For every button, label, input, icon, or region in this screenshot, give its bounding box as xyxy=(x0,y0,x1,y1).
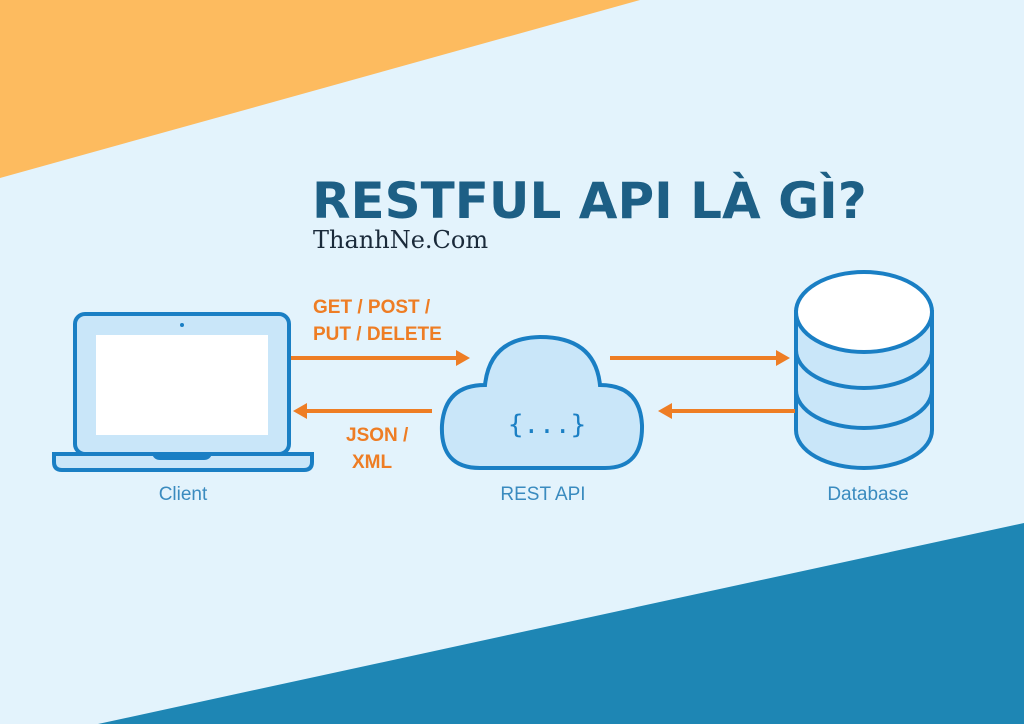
request-methods-line-2: PUT / DELETE xyxy=(313,324,442,345)
database-label: Database xyxy=(827,484,908,505)
rest-api-label: REST API xyxy=(500,484,585,505)
site-name: ThanhNe.Com xyxy=(313,226,488,254)
response-arrow xyxy=(293,403,432,419)
cloud-icon xyxy=(439,334,645,470)
response-format-line-1: JSON / xyxy=(346,425,409,446)
api-symbol: {...} xyxy=(508,410,586,440)
orange-band xyxy=(0,0,640,178)
client-label: Client xyxy=(159,484,208,505)
laptop-icon xyxy=(52,312,314,472)
page-title: RESTFUL API LÀ GÌ? xyxy=(312,171,867,230)
result-arrow xyxy=(658,403,795,419)
response-format-line-2: XML xyxy=(352,452,393,473)
request-methods-line-1: GET / POST / xyxy=(313,297,431,318)
database-icon xyxy=(794,270,934,470)
request-arrow xyxy=(291,350,470,366)
blue-band xyxy=(98,523,1024,724)
query-arrow xyxy=(610,350,790,366)
